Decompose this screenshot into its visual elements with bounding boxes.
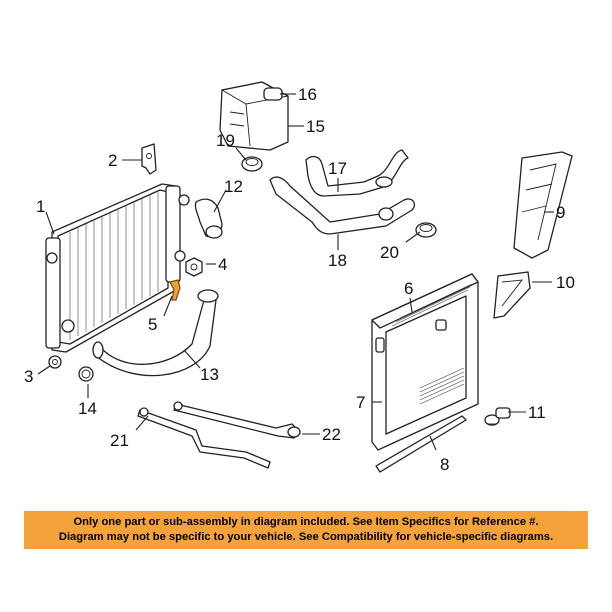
- bracket-2: [141, 143, 157, 175]
- lower-hose-13: [92, 289, 219, 377]
- callout-9: 9: [556, 203, 565, 222]
- clamp-20: [415, 222, 437, 238]
- callout-3: 3: [24, 367, 33, 386]
- callout-21: 21: [110, 431, 129, 450]
- disclaimer-banner: Only one part or sub-assembly in diagram…: [24, 511, 588, 549]
- callout-10: 10: [556, 273, 575, 292]
- lower-seal: [375, 415, 467, 473]
- cap-19: [241, 156, 263, 172]
- callout-16: 16: [298, 85, 317, 104]
- push-pin-11: [484, 407, 511, 426]
- callout-15: 15: [306, 117, 325, 136]
- callout-20: 20: [380, 243, 399, 262]
- disclaimer-line-1: Only one part or sub-assembly in diagram…: [73, 516, 539, 528]
- callout-4: 4: [218, 255, 227, 274]
- callout-22: 22: [322, 425, 341, 444]
- hose-17: [305, 149, 409, 197]
- callout-18: 18: [328, 251, 347, 270]
- drain-plug: [48, 355, 62, 369]
- callout-11: 11: [528, 403, 546, 422]
- leader-lines: [37, 93, 554, 451]
- callout-7: 7: [356, 393, 365, 412]
- callout-1: 1: [36, 197, 45, 216]
- highlighted-part-5: [169, 279, 181, 301]
- callout-14: 14: [78, 399, 97, 418]
- disclaimer-line-2: Diagram may not be specific to your vehi…: [58, 531, 554, 543]
- hose-18: [269, 176, 416, 235]
- callout-5: 5: [148, 315, 157, 334]
- callout-numbers: 1 2 3 4 5 6 7 8 9 10 11 12 13 14 15 16 1…: [24, 85, 575, 474]
- callout-2: 2: [108, 151, 117, 170]
- coolant-reservoir: [219, 81, 290, 151]
- air-deflector-10: [493, 271, 531, 319]
- callout-6: 6: [404, 279, 413, 298]
- fan-shroud: [371, 273, 479, 451]
- nut-4: [185, 257, 203, 277]
- cooler-line-21: [137, 407, 271, 469]
- callout-12: 12: [224, 177, 243, 196]
- callout-17: 17: [328, 159, 347, 178]
- cooler-line-22: [173, 401, 301, 439]
- callout-13: 13: [200, 365, 219, 384]
- callout-19: 19: [216, 131, 235, 150]
- callout-8: 8: [440, 455, 449, 474]
- radiator: [45, 183, 190, 353]
- hose-clamp-14: [78, 366, 94, 382]
- air-deflector-9: [513, 151, 573, 259]
